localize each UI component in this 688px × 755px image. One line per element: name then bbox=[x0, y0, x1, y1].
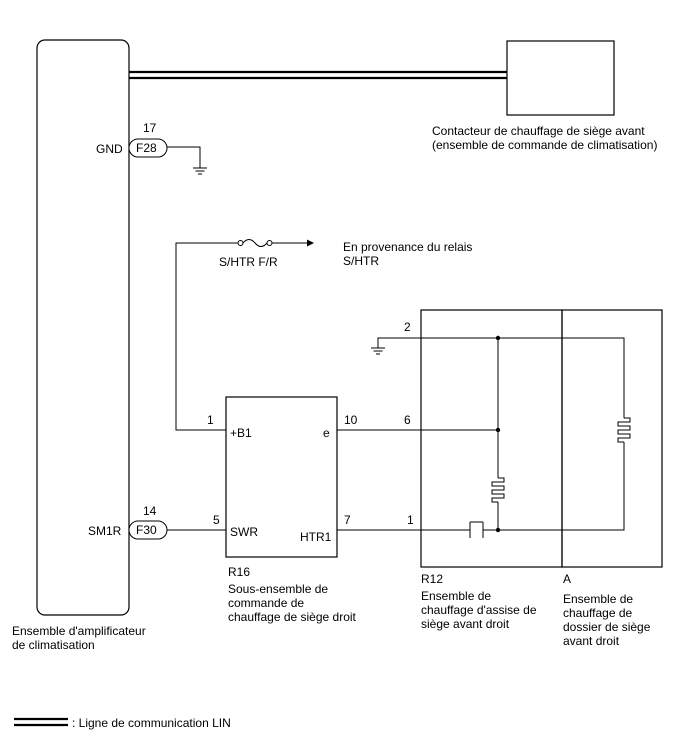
f30-pin: 14 bbox=[143, 504, 157, 518]
a-box bbox=[561, 309, 663, 568]
lin-line bbox=[129, 70, 507, 80]
r12-e-pin: 6 bbox=[404, 413, 411, 427]
f30-connector-label: F30 bbox=[136, 523, 157, 537]
junction-dot bbox=[495, 427, 501, 433]
r16-box bbox=[225, 396, 338, 558]
r12-label-1: Ensemble de bbox=[421, 589, 491, 603]
switch-label-2: (ensemble de commande de climatisation) bbox=[432, 138, 657, 152]
amplifier-label-2: de climatisation bbox=[12, 638, 95, 652]
r12-box bbox=[420, 309, 563, 568]
r12-label-2: chauffage d'assise de bbox=[421, 603, 537, 617]
a-heater-element bbox=[617, 417, 631, 443]
r16-htr1-pin: 7 bbox=[344, 513, 351, 527]
switch-label-1: Contacteur de chauffage de siège avant bbox=[432, 124, 645, 138]
lin-legend-icon bbox=[14, 717, 68, 727]
r12-heater-element bbox=[491, 477, 505, 503]
r16-b1-pin: 1 bbox=[207, 413, 214, 427]
relay-source-2: S/HTR bbox=[343, 254, 379, 268]
relay-source-1: En provenance du relais bbox=[343, 240, 472, 254]
junction-dot bbox=[495, 335, 501, 341]
f28-connector-label: F28 bbox=[136, 141, 157, 155]
r12-htr-pin: 1 bbox=[407, 513, 414, 527]
r16-b1-label: +B1 bbox=[230, 426, 252, 440]
legend-text: : Ligne de communication LIN bbox=[72, 716, 231, 730]
fuse-label: S/HTR F/R bbox=[219, 255, 278, 269]
r16-label-1: Sous-ensemble de bbox=[228, 582, 328, 596]
r16-htr1-label: HTR1 bbox=[300, 530, 332, 544]
thermal-switch-icon bbox=[466, 521, 486, 538]
f28-connector bbox=[128, 138, 168, 158]
junction-dot bbox=[495, 527, 501, 533]
a-label-2: chauffage de bbox=[563, 606, 633, 620]
r16-code: R16 bbox=[228, 565, 250, 579]
r12-gnd-pin: 2 bbox=[404, 320, 411, 334]
f28-pin: 17 bbox=[143, 121, 157, 135]
sm1r-signal-label: SM1R bbox=[88, 524, 122, 538]
a-label-4: avant droit bbox=[563, 634, 620, 648]
r16-e-pin: 10 bbox=[344, 413, 358, 427]
r16-swr-pin: 5 bbox=[213, 513, 220, 527]
a-label-1: Ensemble de bbox=[563, 592, 633, 606]
fuse-icon bbox=[237, 239, 273, 247]
r16-label-3: chauffage de siège droit bbox=[228, 610, 357, 624]
gnd-wire bbox=[167, 146, 201, 168]
arrow-icon bbox=[307, 239, 314, 247]
a-label-3: dossier de siège bbox=[563, 620, 651, 634]
b1-wire bbox=[175, 242, 238, 431]
a-return-wire bbox=[486, 442, 625, 531]
r16-e-label: e bbox=[323, 426, 330, 440]
r16-label-2: commande de bbox=[228, 596, 304, 610]
r12-gnd-wire bbox=[377, 337, 625, 418]
r12-code: R12 bbox=[421, 572, 443, 586]
amplifier-label-1: Ensemble d'amplificateur bbox=[12, 624, 146, 638]
ground-icon bbox=[193, 167, 207, 175]
switch-box bbox=[506, 40, 615, 116]
ground-icon-r12 bbox=[371, 347, 385, 355]
amplifier-box bbox=[36, 39, 130, 616]
gnd-signal-label: GND bbox=[96, 142, 123, 156]
r16-swr-label: SWR bbox=[230, 525, 258, 539]
a-code: A bbox=[563, 572, 571, 586]
r12-label-3: siège avant droit bbox=[421, 617, 510, 631]
